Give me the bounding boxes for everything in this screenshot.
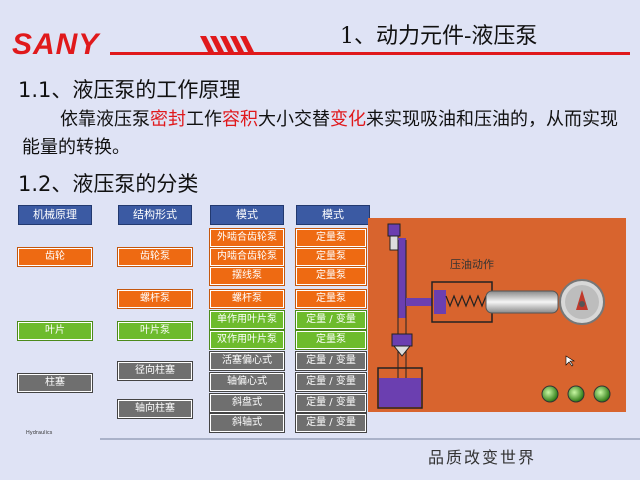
indicator-light-2[interactable]: [567, 385, 585, 403]
mode-screw[interactable]: 定量泵: [296, 290, 366, 308]
mode-single-acting-vane[interactable]: 定量 / 变量: [296, 311, 366, 329]
sany-logo: SANY: [12, 28, 100, 61]
type-single-acting-vane[interactable]: 单作用叶片泵: [210, 311, 284, 329]
footer-rule: [100, 438, 640, 440]
section-heading-1: 1.1、液压泵的工作原理: [18, 78, 241, 102]
class-piston[interactable]: 柱塞: [18, 374, 92, 392]
structure-vane-pump[interactable]: 叶片泵: [118, 322, 192, 340]
mode-internal-gear[interactable]: 定量泵: [296, 248, 366, 266]
structure-axial-piston[interactable]: 轴向柱塞: [118, 400, 192, 418]
header-mode-1: 模式: [210, 205, 284, 225]
mode-swash-plate[interactable]: 定量 / 变量: [296, 394, 366, 412]
mode-bent-axis[interactable]: 定量 / 变量: [296, 414, 366, 432]
mode-gerotor[interactable]: 定量泵: [296, 267, 366, 285]
type-piston-eccentric[interactable]: 活塞偏心式: [210, 352, 284, 370]
indicator-light-3[interactable]: [593, 385, 611, 403]
header-mechanism: 机械原理: [18, 205, 92, 225]
type-external-gear[interactable]: 外啮合齿轮泵: [210, 229, 284, 247]
para-highlight: 密封: [150, 109, 186, 130]
para-highlight: 变化: [330, 109, 366, 130]
header-mode-2: 模式: [296, 205, 370, 225]
animation-label: 压油动作: [450, 258, 494, 271]
pump-diagram: [377, 223, 611, 409]
stripes-decoration: [200, 36, 254, 52]
header-rule: [110, 52, 630, 55]
para-text: 依靠液压泵: [60, 109, 150, 130]
class-gear[interactable]: 齿轮: [18, 248, 92, 266]
indicator-light-1[interactable]: [541, 385, 559, 403]
slide-title: 1、动力元件-液压泵: [340, 24, 538, 49]
class-vane[interactable]: 叶片: [18, 322, 92, 340]
para-highlight: 容积: [222, 109, 258, 130]
type-swash-plate[interactable]: 斜盘式: [210, 394, 284, 412]
type-bent-axis[interactable]: 斜轴式: [210, 414, 284, 432]
para-text: 来实现吸油和压油的，从而实现能量的转换。: [22, 109, 618, 158]
type-internal-gear[interactable]: 内啮合齿轮泵: [210, 248, 284, 266]
mode-double-acting-vane[interactable]: 定量泵: [296, 331, 366, 349]
para-text: 大小交替: [258, 109, 330, 130]
type-gerotor[interactable]: 摆线泵: [210, 267, 284, 285]
type-shaft-eccentric[interactable]: 轴偏心式: [210, 373, 284, 391]
mode-external-gear[interactable]: 定量泵: [296, 229, 366, 247]
type-screw[interactable]: 螺杆泵: [210, 290, 284, 308]
para-text: 工作: [186, 109, 222, 130]
structure-gear-pump[interactable]: 齿轮泵: [118, 248, 192, 266]
footer-small-text: Hydraulics: [26, 430, 53, 436]
type-double-acting-vane[interactable]: 双作用叶片泵: [210, 331, 284, 349]
header-structure: 结构形式: [118, 205, 192, 225]
footer-slogan: 品质改变世界: [428, 448, 537, 467]
pump-animation-panel: 压油动作: [368, 218, 626, 412]
mode-shaft-eccentric[interactable]: 定量 / 变量: [296, 373, 366, 391]
mouse-cursor-icon: [565, 355, 576, 367]
principle-paragraph: 依靠液压泵密封工作容积大小交替变化来实现吸油和压油的，从而实现能量的转换。: [22, 106, 622, 162]
section-heading-2: 1.2、液压泵的分类: [18, 172, 199, 196]
mode-piston-eccentric[interactable]: 定量 / 变量: [296, 352, 366, 370]
structure-screw-pump[interactable]: 螺杆泵: [118, 290, 192, 308]
slide-header: SANY 1、动力元件-液压泵: [0, 0, 640, 64]
structure-radial-piston[interactable]: 径向柱塞: [118, 362, 192, 380]
